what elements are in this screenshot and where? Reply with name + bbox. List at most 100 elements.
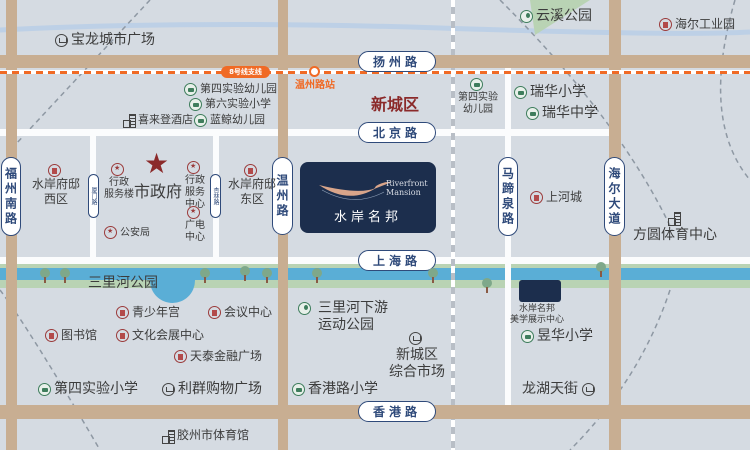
tree-icon bbox=[40, 268, 50, 283]
poi-downstream-park[interactable]: 三里河下游运动公园 bbox=[298, 300, 388, 334]
tree-icon bbox=[312, 268, 322, 283]
project-name: 水岸名邦 bbox=[333, 210, 402, 225]
building-icon bbox=[116, 329, 129, 342]
road-label-yangzhou: 扬州路 bbox=[358, 51, 436, 72]
government-icon bbox=[187, 161, 200, 174]
school-icon bbox=[470, 78, 483, 91]
poi-ps4[interactable]: 第四实验小学 bbox=[38, 381, 138, 398]
poi-jiaozhou[interactable]: 胶州市体育馆 bbox=[162, 428, 249, 444]
poi-market[interactable]: 新城区综合市场 bbox=[389, 330, 445, 380]
project-logo-mark bbox=[319, 181, 392, 200]
road-label-xiamen: 厦门路 bbox=[88, 174, 99, 218]
school-icon bbox=[514, 85, 527, 99]
river-bay bbox=[150, 268, 195, 303]
school-icon bbox=[526, 106, 539, 120]
building-icon bbox=[48, 164, 61, 177]
school-icon bbox=[38, 382, 51, 396]
poi-city-hall[interactable]: 市政府 bbox=[134, 182, 183, 201]
showroom-logo[interactable] bbox=[519, 280, 561, 302]
building-icon bbox=[45, 329, 58, 342]
showroom-label: 水岸名邦美学展示中心 bbox=[510, 304, 565, 325]
poi-shanghe[interactable]: 上河城 bbox=[530, 190, 582, 204]
district-label: 新城区 bbox=[371, 95, 420, 114]
building-icon bbox=[208, 306, 221, 319]
metro-line bbox=[0, 71, 750, 74]
shopping-cart-icon bbox=[162, 382, 175, 396]
poi-kg4b[interactable]: 第四实验幼儿园 bbox=[458, 78, 498, 116]
shopping-cart-icon bbox=[582, 382, 596, 396]
poi-liqun[interactable]: 利群购物广场 bbox=[162, 381, 262, 398]
road-label-haier: 海尔大道 bbox=[604, 157, 625, 236]
poi-hotel[interactable]: 喜来登酒店 bbox=[123, 113, 193, 128]
building-icon bbox=[244, 164, 257, 177]
government-icon bbox=[111, 163, 124, 176]
poi-yunxi[interactable]: 云溪公园 bbox=[520, 8, 592, 25]
road-label-wenzhou: 温州路 bbox=[272, 157, 293, 235]
tree-icon bbox=[428, 268, 438, 283]
metro-station-label: 温州路站 bbox=[295, 80, 335, 91]
poi-youth[interactable]: 青少年宫 bbox=[116, 305, 180, 319]
metro-line-badge: 8号线支线 bbox=[221, 66, 270, 78]
poi-ps6[interactable]: 第六实验小学 bbox=[189, 97, 271, 111]
government-icon bbox=[104, 226, 117, 239]
poi-hk-school[interactable]: 香港路小学 bbox=[292, 381, 378, 398]
school-icon bbox=[292, 382, 305, 396]
building-icon bbox=[174, 350, 187, 363]
shopping-cart-icon bbox=[409, 331, 422, 345]
building-icon bbox=[659, 18, 672, 31]
school-icon bbox=[184, 82, 197, 96]
poi-ruihua-primary[interactable]: 瑞华小学 bbox=[514, 84, 586, 101]
poi-ruihua-middle[interactable]: 瑞华中学 bbox=[526, 105, 598, 122]
poi-fangyuan[interactable]: 方圆体育中心 bbox=[633, 210, 717, 244]
park-icon bbox=[298, 302, 311, 315]
poi-baolong[interactable]: 宝龙城市广场 bbox=[55, 32, 155, 49]
tree-icon bbox=[240, 266, 250, 281]
tree-icon bbox=[482, 278, 492, 293]
poi-library[interactable]: 图书馆 bbox=[45, 328, 97, 342]
project-logo[interactable]: Riverfront Mansion 水岸名邦 bbox=[300, 162, 436, 233]
road-beijing bbox=[0, 129, 610, 136]
poi-haier-park[interactable]: 海尔工业园 bbox=[659, 17, 735, 31]
road-label-beijing: 北京路 bbox=[358, 122, 436, 143]
poi-west[interactable]: 水岸府邸西区 bbox=[32, 163, 80, 206]
poi-east[interactable]: 水岸府邸东区 bbox=[228, 163, 276, 206]
poi-tiantai[interactable]: 天泰金融广场 bbox=[174, 349, 262, 363]
tree-icon bbox=[200, 268, 210, 283]
school-icon bbox=[194, 113, 207, 127]
hotel-icon bbox=[123, 114, 136, 128]
poi-police[interactable]: 公安局 bbox=[104, 226, 150, 240]
building-icon bbox=[116, 306, 129, 319]
building-icon bbox=[530, 191, 543, 204]
shopping-cart-icon bbox=[55, 33, 68, 47]
tree-icon bbox=[596, 262, 606, 277]
project-english-name: Riverfront Mansion bbox=[386, 179, 428, 197]
poi-yuhua[interactable]: 昱华小学 bbox=[521, 328, 593, 345]
metro-station-icon[interactable] bbox=[309, 66, 320, 77]
poi-longhu[interactable]: 龙湖天街 bbox=[522, 381, 598, 398]
poi-culture[interactable]: 文化会展中心 bbox=[116, 328, 204, 342]
park-icon bbox=[520, 9, 533, 23]
road-matiquan bbox=[505, 68, 511, 408]
hotel-icon bbox=[162, 429, 175, 444]
road-label-matiquan: 马蹄泉路 bbox=[498, 157, 518, 236]
hotel-icon bbox=[667, 212, 681, 226]
poi-sanli-park[interactable]: 三里河公园 bbox=[88, 275, 158, 291]
road-label-xianggang: 香港路 bbox=[358, 401, 436, 422]
road-label-xinglin: 杏林路 bbox=[210, 174, 221, 218]
tree-icon bbox=[262, 268, 272, 283]
government-icon bbox=[187, 206, 200, 219]
tree-icon bbox=[60, 268, 70, 283]
poi-lanjing[interactable]: 蓝鲸幼儿园 bbox=[194, 113, 265, 127]
road-label-shanghai: 上海路 bbox=[358, 250, 436, 271]
poi-meeting[interactable]: 会议中心 bbox=[208, 305, 272, 319]
school-icon bbox=[521, 329, 534, 343]
star-icon: ★ bbox=[144, 147, 170, 180]
school-icon bbox=[189, 97, 202, 111]
road-label-fuzhou-nan: 福州南路 bbox=[1, 157, 21, 236]
poi-kg4a[interactable]: 第四实验幼儿园 bbox=[184, 82, 277, 96]
road-dashed bbox=[451, 0, 455, 450]
